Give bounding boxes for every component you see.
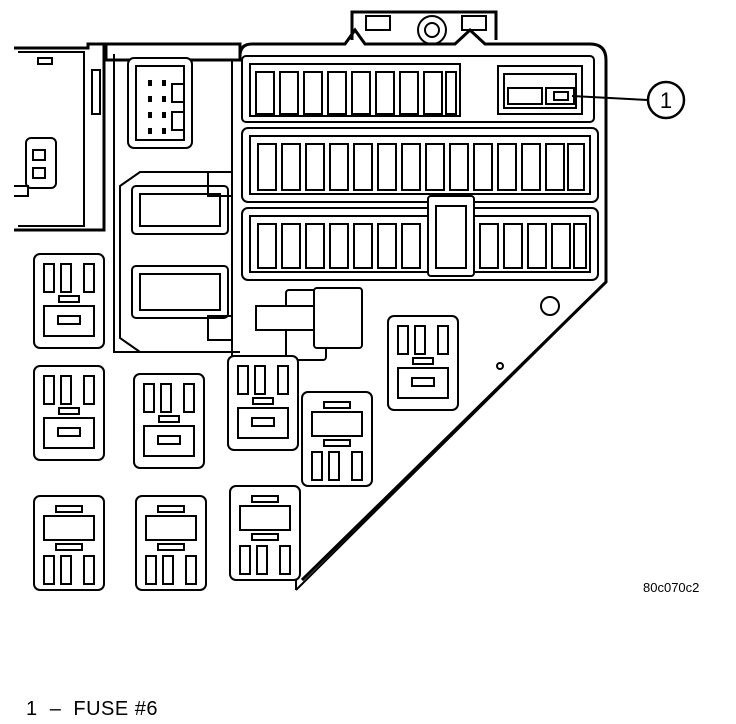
fuse-row-1 (241, 55, 595, 123)
legend-number: 1 (26, 698, 38, 720)
relay-group (33, 253, 459, 591)
maxi-relay-holder (119, 171, 363, 353)
fuse-row-2 (241, 127, 599, 203)
callout-1: 1 (571, 80, 686, 120)
figure-id: 80c070c2 (643, 580, 700, 595)
mounting-hole (540, 296, 560, 316)
fuse-row-3 (241, 195, 599, 281)
mounting-tab (350, 10, 498, 45)
legend-text: FUSE #6 (73, 698, 159, 720)
left-panel (14, 42, 106, 232)
legend-item: 1 – FUSE #6 (26, 698, 158, 721)
fuse-6 (497, 65, 583, 115)
connector-small (127, 57, 193, 149)
mini-fuses-row-1 (255, 71, 457, 115)
callout-number: 1 (660, 88, 672, 113)
legend-dash: – (49, 698, 62, 720)
